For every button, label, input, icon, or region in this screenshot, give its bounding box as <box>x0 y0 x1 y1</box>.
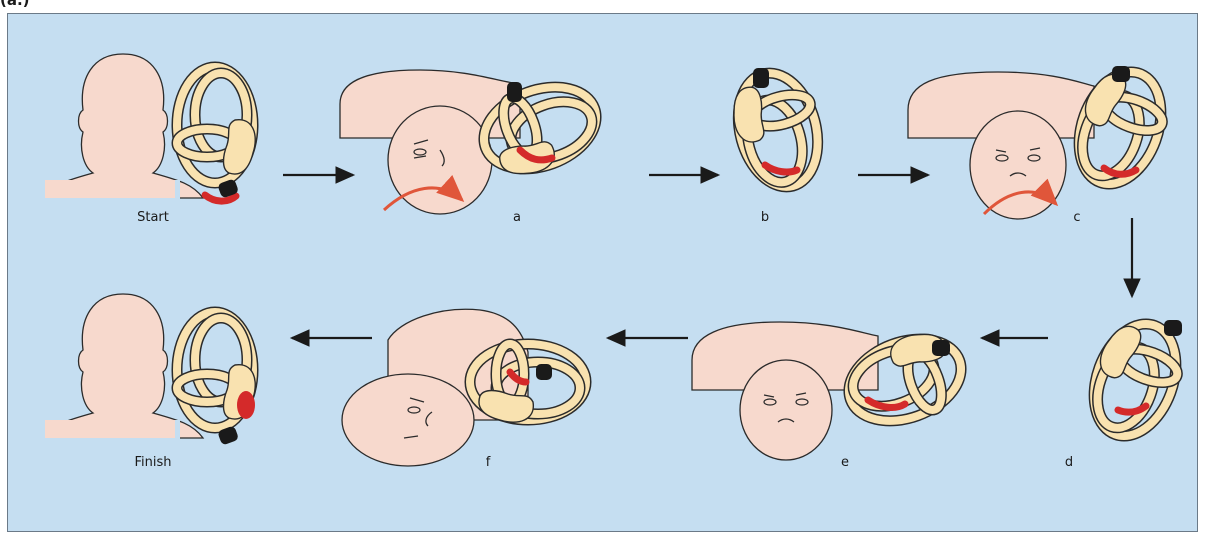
finish-figure <box>40 294 255 446</box>
position-b-figure <box>724 64 830 196</box>
position-f-figure <box>342 309 586 466</box>
step-label-a: a <box>513 210 521 225</box>
position-a-figure <box>340 70 608 214</box>
position-d-figure <box>1077 312 1190 448</box>
step-label-c: c <box>1073 210 1080 225</box>
start-figure <box>40 54 255 201</box>
step-label-b: b <box>761 210 769 225</box>
step-label-f: f <box>486 455 491 470</box>
step-label-finish: Finish <box>134 455 171 470</box>
position-e-figure <box>692 322 972 460</box>
position-c-figure <box>908 60 1176 219</box>
step-label-e: e <box>841 455 849 470</box>
step-label-start: Start <box>137 210 169 225</box>
step-label-d: d <box>1065 455 1073 470</box>
